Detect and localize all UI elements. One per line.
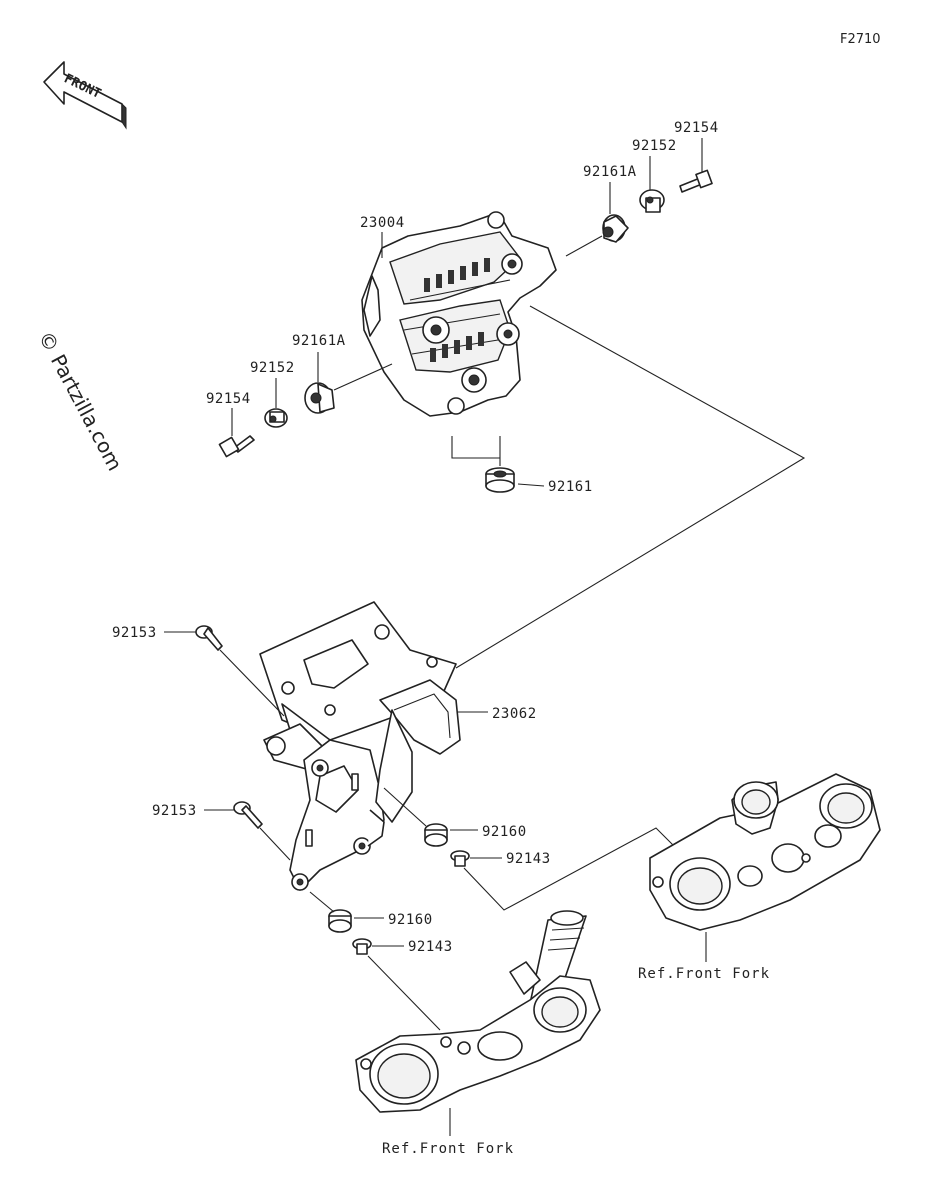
ref-front-fork-lower: Ref.Front Fork — [382, 1141, 514, 1157]
grommet-92161-bottom[interactable] — [485, 467, 515, 493]
label-92154-right: 92154 — [674, 120, 719, 136]
label-92161a-left: 92161A — [292, 333, 346, 349]
label-92161a-right: 92161A — [583, 164, 637, 180]
label-92161: 92161 — [548, 479, 593, 495]
headlight-bracket[interactable] — [259, 601, 461, 891]
label-23062: 23062 — [492, 706, 537, 722]
headlight-assembly[interactable] — [361, 211, 557, 417]
ref-front-fork-upper: Ref.Front Fork — [638, 966, 770, 982]
label-92152-right: 92152 — [632, 138, 677, 154]
bolt-92154-left[interactable] — [218, 435, 255, 458]
label-92160-upper: 92160 — [482, 824, 527, 840]
label-92153-lower: 92153 — [152, 803, 197, 819]
label-23004: 23004 — [360, 215, 405, 231]
label-92152-left: 92152 — [250, 360, 295, 376]
leader-headlight-bracket — [455, 305, 806, 669]
front-fork-lower-clamp[interactable] — [355, 910, 601, 1113]
grommet-92161a-right[interactable] — [602, 214, 629, 243]
front-fork-upper-clamp[interactable] — [649, 773, 881, 931]
label-92153-upper: 92153 — [112, 625, 157, 641]
bolt-92154-right[interactable] — [679, 169, 713, 193]
figure-code: F2710 — [840, 32, 881, 47]
collar-92143-upper[interactable] — [450, 850, 470, 867]
grommet-92161a-left[interactable] — [304, 382, 335, 414]
front-arrow-icon: FRONT — [43, 61, 127, 130]
label-92160-lower: 92160 — [388, 912, 433, 928]
collar-92143-lower[interactable] — [352, 938, 372, 955]
damper-92160-lower[interactable] — [328, 909, 352, 933]
label-92143-lower: 92143 — [408, 939, 453, 955]
damper-92160-upper[interactable] — [424, 823, 448, 847]
label-92154-left: 92154 — [206, 391, 251, 407]
label-92143-upper: 92143 — [506, 851, 551, 867]
bolt-92153-lower[interactable] — [233, 801, 263, 829]
collar-92152-right[interactable] — [639, 189, 665, 213]
bolt-92153-upper[interactable] — [195, 625, 223, 651]
collar-92152-left[interactable] — [264, 408, 288, 428]
watermark: © Partzilla.com — [34, 327, 128, 475]
